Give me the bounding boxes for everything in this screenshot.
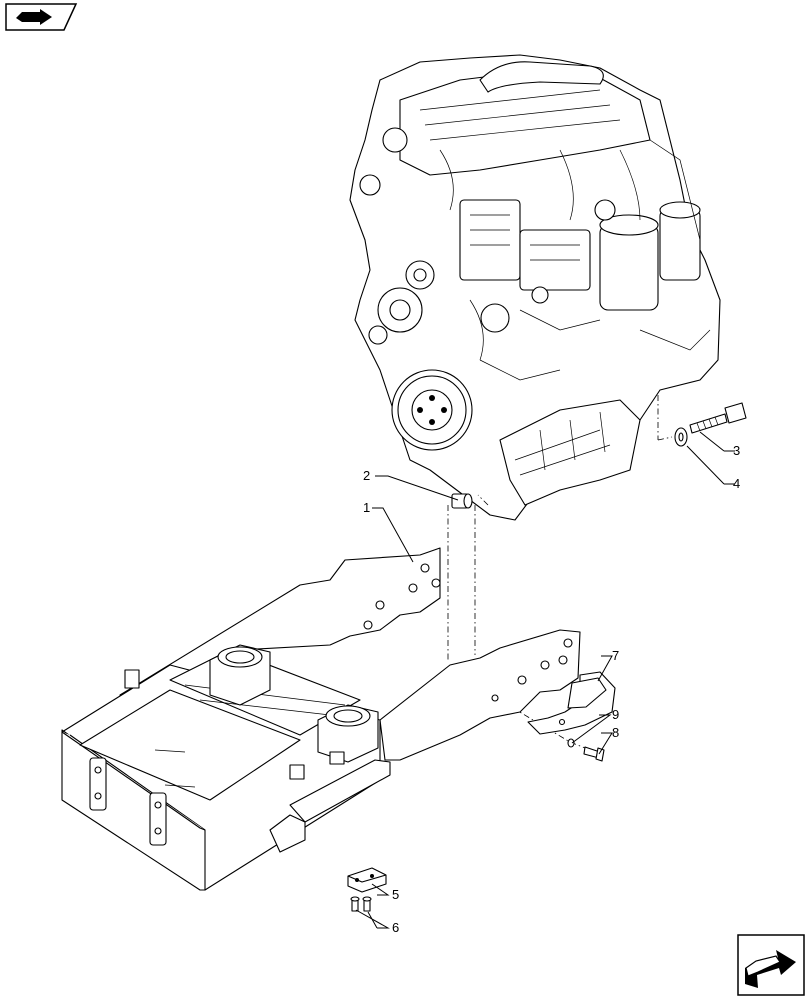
callout-8: 8 bbox=[612, 725, 619, 740]
callout-labels: 1 2 3 4 5 6 7 8 9 bbox=[363, 443, 740, 935]
part-3-bolt bbox=[689, 402, 747, 434]
part-2-dowel bbox=[451, 493, 473, 509]
callout-2: 2 bbox=[363, 468, 370, 483]
part-4-washer bbox=[674, 427, 688, 447]
callout-1: 1 bbox=[363, 500, 370, 515]
part-7-bracket bbox=[527, 671, 616, 735]
engine-illustration bbox=[349, 54, 721, 521]
part-1-frame bbox=[61, 547, 581, 891]
callout-7: 7 bbox=[612, 648, 619, 663]
next-page-arrow-icon[interactable] bbox=[737, 934, 805, 996]
alignment-lines bbox=[447, 395, 673, 749]
callout-5: 5 bbox=[392, 887, 399, 902]
book-arrow-icon[interactable] bbox=[5, 3, 78, 31]
callout-3: 3 bbox=[733, 443, 740, 458]
part-9-washer bbox=[567, 738, 575, 748]
part-8-screw bbox=[583, 746, 605, 762]
leader-lines bbox=[355, 431, 735, 929]
part-5-block bbox=[347, 867, 387, 893]
callout-4: 4 bbox=[733, 476, 740, 491]
callout-9: 9 bbox=[612, 707, 619, 722]
callout-6: 6 bbox=[392, 920, 399, 935]
part-6-studs bbox=[350, 896, 372, 912]
